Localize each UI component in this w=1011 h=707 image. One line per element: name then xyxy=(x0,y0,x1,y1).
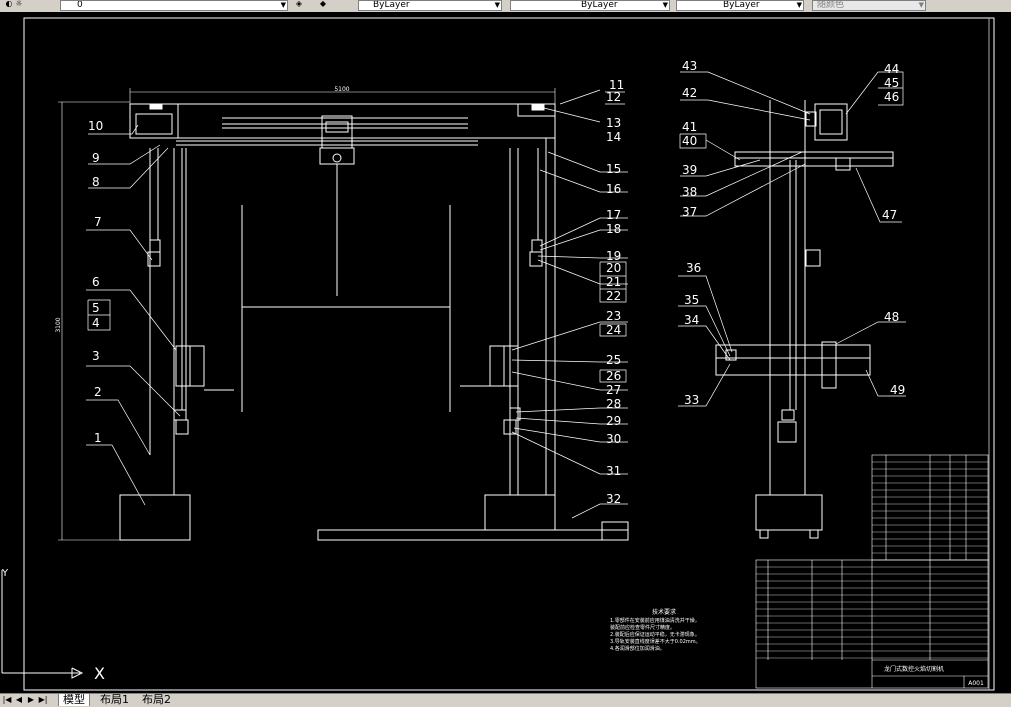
tech-req-line: 装配前应检查零件尺寸精度。 xyxy=(610,624,675,631)
chevron-down-icon: ▼ xyxy=(662,1,668,9)
part-label: 35 xyxy=(684,293,699,307)
part-label: 36 xyxy=(686,261,701,275)
part-label: 30 xyxy=(606,432,621,446)
ucs-icon xyxy=(1,570,84,679)
tab-model[interactable]: 模型 xyxy=(58,694,90,706)
tech-req-line: 1.零部件在安装前应用煤油清洗并干燥， xyxy=(610,617,700,624)
drawing-number: A001 xyxy=(968,680,984,687)
plotstyle-value: 随颜色 xyxy=(817,0,845,10)
first-tab-icon[interactable]: |◀ xyxy=(2,695,12,704)
part-label: 38 xyxy=(682,185,697,199)
part-label: 15 xyxy=(606,162,621,176)
side-view xyxy=(715,100,894,539)
part-label: 25 xyxy=(606,353,621,367)
part-label: 13 xyxy=(606,116,621,130)
part-label: 20 xyxy=(606,261,621,275)
ucs-x-label: X xyxy=(94,664,105,683)
part-label: 45 xyxy=(884,76,899,90)
dim-width-text: 5100 xyxy=(334,86,349,93)
part-label: 44 xyxy=(884,62,899,76)
part-label: 28 xyxy=(606,397,621,411)
part-label: 23 xyxy=(606,309,621,323)
part-label: 6 xyxy=(92,275,100,289)
tech-req-title: 技术要求 xyxy=(652,608,676,616)
tab-layout2[interactable]: 布局2 xyxy=(142,693,171,706)
linetype-dropdown[interactable]: ByLayer ▼ xyxy=(510,0,670,11)
part-label: 4 xyxy=(92,316,100,330)
part-label: 41 xyxy=(682,120,697,134)
layer-value: 0 xyxy=(77,0,83,10)
layout-tab-bar: |◀ ◀ ▶ ▶| 模型 布局1 布局2 xyxy=(0,693,1011,707)
part-label: 1 xyxy=(94,431,102,445)
plotstyle-dropdown[interactable]: 随颜色 ▼ xyxy=(812,0,926,11)
part-label: 49 xyxy=(890,383,905,397)
part-label: 26 xyxy=(606,369,621,383)
part-label: 43 xyxy=(682,59,697,73)
part-label: 47 xyxy=(882,208,897,222)
part-label: 9 xyxy=(92,151,100,165)
tech-req-line: 3.导轨安装直线度误差不大于0.02mm。 xyxy=(610,638,701,645)
layer-prev-icon[interactable]: ☼ xyxy=(15,0,23,8)
part-label: 11 xyxy=(609,78,624,92)
lineweight-dropdown[interactable]: ByLayer ▼ xyxy=(676,0,804,11)
lineweight-value: ByLayer xyxy=(723,0,760,10)
part-label: 46 xyxy=(884,90,899,104)
color-icon[interactable]: ◆ xyxy=(319,0,327,8)
part-label: 14 xyxy=(606,130,621,144)
chevron-down-icon: ▼ xyxy=(494,1,500,9)
part-label: 8 xyxy=(92,175,100,189)
part-label: 16 xyxy=(606,182,621,196)
leader-lines xyxy=(86,71,906,519)
ucs-y-label: Y xyxy=(1,568,9,579)
linetype-value: ByLayer xyxy=(581,0,618,10)
part-label: 19 xyxy=(606,249,621,263)
title-block: 龙门式数控火焰切割机 A001 xyxy=(755,454,989,689)
chevron-down-icon: ▼ xyxy=(280,1,286,9)
technical-requirements: 技术要求 1.零部件在安装前应用煤油清洗并干燥， 装配前应检查零件尺寸精度。 2… xyxy=(610,608,701,652)
dim-height-text: 3100 xyxy=(55,317,62,332)
part-label: 31 xyxy=(606,464,621,478)
layer-state-icon[interactable]: ◐ xyxy=(5,0,13,8)
properties-toolbar: ◐ ☼ 0 ▼ ◈ ◆ ByLayer ▼ ByLayer ▼ ByLayer … xyxy=(0,0,1011,13)
part-label: 21 xyxy=(606,275,621,289)
part-label: 32 xyxy=(606,492,621,506)
layer-dropdown[interactable]: 0 ▼ xyxy=(60,0,288,11)
last-tab-icon[interactable]: ▶| xyxy=(38,695,48,704)
front-view xyxy=(58,88,629,541)
drawing-title: 龙门式数控火焰切割机 xyxy=(884,665,944,673)
part-label: 29 xyxy=(606,414,621,428)
part-label: 48 xyxy=(884,310,899,324)
part-label: 33 xyxy=(684,393,699,407)
layer-icon[interactable]: ◈ xyxy=(295,0,303,8)
part-label: 5 xyxy=(92,301,100,315)
part-label: 22 xyxy=(606,289,621,303)
part-label: 18 xyxy=(606,222,621,236)
chevron-down-icon: ▼ xyxy=(918,1,924,9)
tab-layout1[interactable]: 布局1 xyxy=(100,693,129,706)
prev-tab-icon[interactable]: ◀ xyxy=(15,695,23,704)
part-label: 37 xyxy=(682,205,697,219)
tech-req-line: 4.各润滑部位加润滑油。 xyxy=(610,645,665,652)
tech-req-line: 2.装配后应保证运动平稳，无卡滞现象。 xyxy=(610,631,700,638)
part-label: 3 xyxy=(92,349,100,363)
part-label: 17 xyxy=(606,208,621,222)
color-value: ByLayer xyxy=(373,0,410,10)
part-label: 2 xyxy=(94,385,102,399)
sheet-border xyxy=(23,17,995,691)
part-label: 42 xyxy=(682,86,697,100)
next-tab-icon[interactable]: ▶ xyxy=(27,695,35,704)
part-label: 10 xyxy=(88,119,103,133)
part-label: 27 xyxy=(606,383,621,397)
part-number-labels: 10 9 8 7 6 5 4 3 2 1 11 12 13 14 15 16 1… xyxy=(88,59,905,506)
part-label: 12 xyxy=(606,90,621,104)
color-dropdown[interactable]: ByLayer ▼ xyxy=(358,0,502,11)
drawing-canvas[interactable]: 5100 3100 10 9 8 7 6 5 4 3 2 1 11 12 13 … xyxy=(0,12,1011,693)
chevron-down-icon: ▼ xyxy=(796,1,802,9)
part-label: 39 xyxy=(682,163,697,177)
part-label: 40 xyxy=(682,134,697,148)
part-label: 24 xyxy=(606,323,621,337)
part-label: 34 xyxy=(684,313,699,327)
part-label: 7 xyxy=(94,215,102,229)
cad-drawing: 5100 3100 10 9 8 7 6 5 4 3 2 1 11 12 13 … xyxy=(1,17,995,691)
